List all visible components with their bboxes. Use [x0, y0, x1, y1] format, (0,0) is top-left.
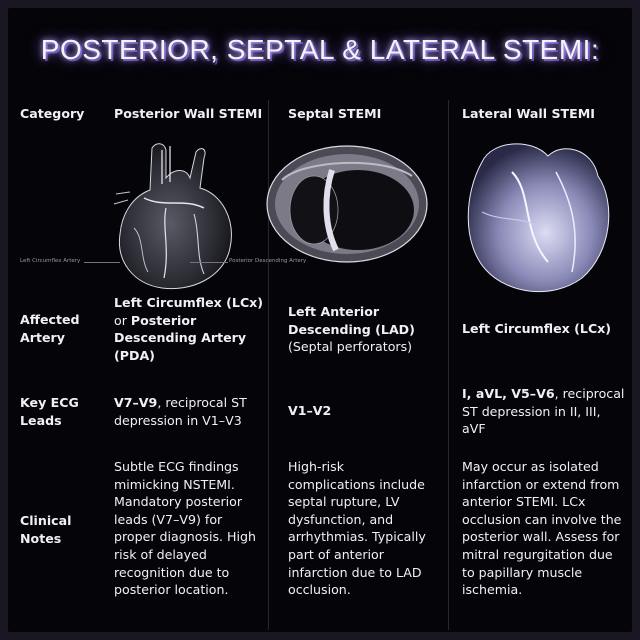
header-category: Category — [20, 106, 85, 121]
lateral-notes-cell: May occur as isolated infarction or exte… — [462, 458, 621, 599]
note-line: May occur as isolated — [462, 459, 599, 474]
posterior-descending-artery-label: Posterior Descending Artery — [229, 258, 307, 264]
note-line: arrhythmias. Typically — [288, 529, 426, 545]
note-line: recognition due to — [114, 564, 230, 580]
row-label-line: Clinical — [20, 513, 72, 528]
header-septal: Septal STEMI — [288, 106, 382, 121]
note-line: to papillary muscle — [462, 564, 583, 580]
artery-abbrev: (PDA) — [114, 347, 155, 363]
note-line: posterior wall. Assess for — [462, 529, 620, 545]
septal-heart-cross-section-illustration — [266, 145, 428, 263]
column-divider — [448, 100, 449, 630]
note-line: Mandatory posterior — [114, 494, 243, 510]
pda-leader-line — [190, 262, 228, 263]
posterior-heart-illustration — [113, 143, 232, 290]
note-line: complications include — [288, 476, 425, 492]
septal-ecg-cell: V1–V2 — [288, 402, 331, 420]
lateral-ecg-cell: I, aVL, V5–V6, reciprocal ST depression … — [462, 385, 624, 438]
ecg-text: , reciprocal ST — [157, 395, 247, 410]
artery-name: Left Circumflex (LCx) — [462, 321, 612, 336]
artery-branch: (Septal perforators) — [288, 339, 413, 355]
note-line: occlusion can involve the — [462, 511, 622, 527]
note-line: mimicking NSTEMI. — [114, 476, 235, 492]
page-title: POSTERIOR, SEPTAL & LATERAL STEMI: — [40, 34, 600, 65]
row-label-line: Notes — [20, 530, 62, 546]
row-label-affected-artery: Affected Artery — [20, 311, 80, 346]
artery-name: Left Anterior — [288, 304, 380, 319]
row-label-line: Key ECG — [20, 395, 79, 410]
column-divider — [268, 100, 269, 630]
artery-name: Descending (LAD) — [288, 321, 415, 337]
note-line: infarction or extend from — [462, 476, 620, 492]
infographic-frame — [8, 8, 632, 632]
septal-artery-cell: Left Anterior Descending (LAD) (Septal p… — [288, 303, 415, 356]
note-line: occlusion. — [288, 582, 351, 598]
header-lateral: Lateral Wall STEMI — [462, 106, 595, 121]
row-label-line: Artery — [20, 329, 65, 345]
row-label-line: Leads — [20, 412, 62, 428]
ecg-text: depression in V1–V3 — [114, 412, 242, 428]
note-line: part of anterior — [288, 546, 384, 562]
ecg-text: ST depression in II, III, — [462, 403, 601, 419]
left-circumflex-artery-label: Left Circumflex Artery — [20, 258, 81, 264]
ecg-leads: I, aVL, V5–V6 — [462, 386, 555, 401]
note-line: septal rupture, LV — [288, 494, 400, 510]
ecg-leads: V1–V2 — [288, 403, 332, 418]
note-line: High-risk — [288, 459, 345, 474]
lcx-leader-line — [84, 262, 120, 263]
septal-notes-cell: High-risk complications include septal r… — [288, 458, 426, 599]
ecg-text: aVF — [462, 421, 486, 437]
header-posterior: Posterior Wall STEMI — [114, 106, 263, 121]
row-label-clinical-notes: Clinical Notes — [20, 512, 71, 547]
ecg-text: , reciprocal — [554, 386, 625, 401]
posterior-notes-cell: Subtle ECG findings mimicking NSTEMI. Ma… — [114, 458, 256, 599]
lateral-artery-cell: Left Circumflex (LCx) — [462, 320, 611, 338]
note-line: mitral regurgitation due — [462, 546, 613, 562]
note-line: infarction due to LAD — [288, 564, 422, 580]
artery-name: Left Circumflex (LCx) — [114, 295, 264, 310]
note-line: risk of delayed — [114, 546, 207, 562]
note-line: ischemia. — [462, 582, 523, 598]
artery-name: Posterior — [130, 312, 197, 328]
note-line: dysfunction, and — [288, 511, 394, 527]
artery-connector: or — [114, 312, 131, 328]
artery-name: Descending Artery — [114, 330, 247, 346]
note-line: proper diagnosis. High — [114, 529, 256, 545]
row-label-key-ecg-leads: Key ECG Leads — [20, 394, 79, 429]
note-line: anterior STEMI. LCx — [462, 494, 586, 510]
posterior-artery-cell: Left Circumflex (LCx) or Posterior Desce… — [114, 294, 263, 364]
note-line: leads (V7–V9) for — [114, 511, 223, 527]
note-line: Subtle ECG findings — [114, 459, 239, 474]
note-line: posterior location. — [114, 582, 229, 598]
row-label-line: Affected — [20, 312, 80, 327]
ecg-leads: V7–V9 — [114, 395, 158, 410]
lateral-heart-illustration — [467, 143, 610, 293]
posterior-ecg-cell: V7–V9, reciprocal ST depression in V1–V3 — [114, 394, 247, 429]
